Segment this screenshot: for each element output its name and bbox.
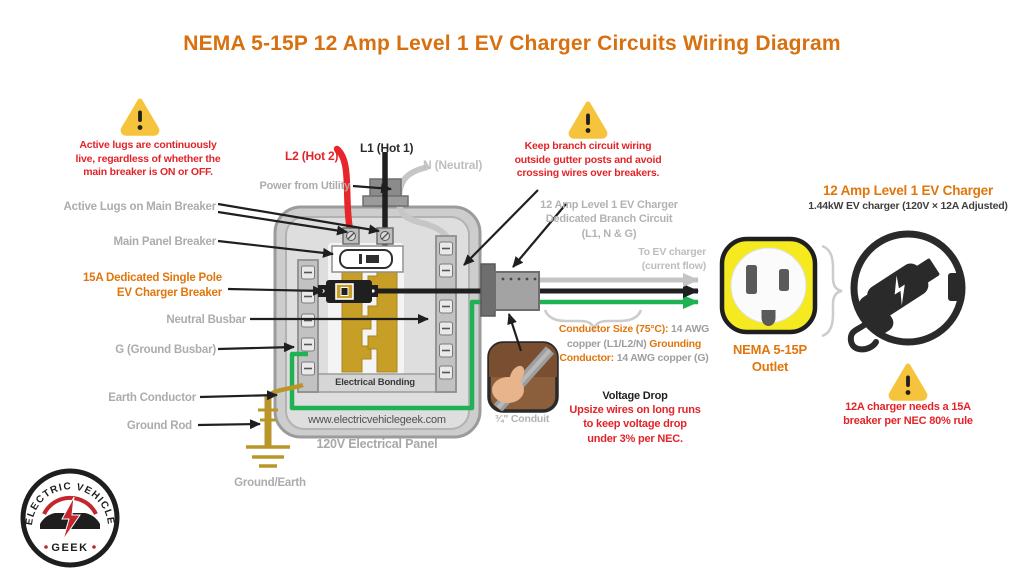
label-main-panel-breaker: Main Panel Breaker (113, 236, 216, 248)
leader-arrows (197, 183, 567, 430)
ev-charger-icon (847, 230, 966, 353)
label-ev-charger-breaker-line2: EV Charger Breaker (116, 286, 222, 299)
ev-charger-breaker (318, 280, 378, 303)
label-outlet-line1: NEMA 5-15P (732, 342, 808, 357)
grounding-conductor-value: 14 AWG copper (G) (616, 352, 709, 365)
ground-slot (761, 310, 776, 326)
label-neutral: N (Neutral) (423, 158, 483, 172)
logo-bolt-icon (61, 496, 81, 541)
warning-icon-left (123, 101, 157, 133)
label-panel-caption: 120V Electrical Panel (316, 437, 438, 451)
warning-branch-wiring-text: Keep branch circuit wiring outside gutte… (514, 140, 662, 180)
label-ground-busbar: G (Ground Busbar) (115, 344, 216, 356)
wires-brace (543, 309, 643, 333)
label-ev-charger-breaker-line1: 15A Dedicated Single Pole (82, 272, 222, 284)
conductor-size-value: 14 AWG copper (L1/L2/N) (566, 323, 710, 350)
ground-earth-symbol (246, 445, 290, 468)
label-neutral-busbar: Neutral Busbar (166, 314, 246, 326)
logo-roof-arc (42, 495, 98, 515)
label-branch-circuit: 12 Amp Level 1 EV Charger Dedicated Bran… (540, 199, 678, 240)
label-ground-earth: Ground/Earth (234, 477, 306, 489)
nema-5-15p-outlet (719, 236, 818, 335)
grounding-conductor-label: Grounding Conductor: (559, 337, 702, 365)
label-outlet-line2: Outlet (751, 358, 789, 374)
page-title: NEMA 5-15P 12 Amp Level 1 EV Charger Cir… (183, 32, 841, 55)
ground-busbar-strip (297, 259, 319, 393)
label-earth-conductor: Earth Conductor (108, 392, 196, 404)
brand-logo: ELECTRIC VEHICLE GEEK (20, 468, 120, 568)
charger-subtitle: 1.44kW EV charger (120V × 12A Adjusted) (808, 200, 1008, 212)
label-l1-hot1: L1 (Hot 1) (360, 141, 414, 155)
warning-breaker-rule-text: 12A charger needs a 15A breaker per NEC … (843, 401, 973, 428)
label-l2-hot2: L2 (Hot 2) (285, 149, 339, 163)
voltage-drop-text: Upsize wires on long runs to keep voltag… (569, 404, 701, 445)
conduit-fitting (480, 263, 699, 317)
warning-active-lugs-text: Active lugs are continuously live, regar… (75, 139, 221, 179)
label-website: www.electricvehiclegeek.com (308, 414, 446, 426)
label-electrical-bonding: Electrical Bonding (335, 377, 415, 388)
conductor-specs: Conductor Size (75°C): 14 AWG copper (L1… (545, 322, 723, 366)
neutral-slot (746, 265, 757, 294)
label-conduit: ¾" Conduit (494, 413, 550, 425)
neutral-busbar-strip (435, 235, 457, 393)
warning-icon-middle (571, 104, 605, 136)
logo-bottom-text: GEEK (51, 542, 88, 554)
conductor-size-label: Conductor Size (75°C): (558, 323, 669, 335)
lightning-bolt-icon (894, 275, 905, 306)
label-ground-rod: Ground Rod (126, 420, 192, 432)
label-active-lugs: Active Lugs on Main Breaker (63, 201, 217, 213)
voltage-drop-title: Voltage Drop (602, 390, 668, 402)
charger-title: 12 Amp Level 1 EV Charger (822, 183, 994, 198)
label-power-from-utility: Power from Utility (259, 180, 350, 192)
main-panel-breaker (331, 245, 404, 273)
label-outlet: NEMA 5-15P Outlet (710, 342, 830, 376)
label-to-ev-charger: To EV charger (current flow) (638, 246, 706, 272)
l2-wire (333, 145, 354, 234)
warning-icon-right (891, 366, 925, 398)
conduit-photo (487, 341, 559, 413)
outlet-brace (821, 244, 843, 338)
hot-slot (779, 269, 789, 291)
label-ev-charger-breaker: 15A Dedicated Single Pole EV Charger Bre… (40, 271, 222, 301)
